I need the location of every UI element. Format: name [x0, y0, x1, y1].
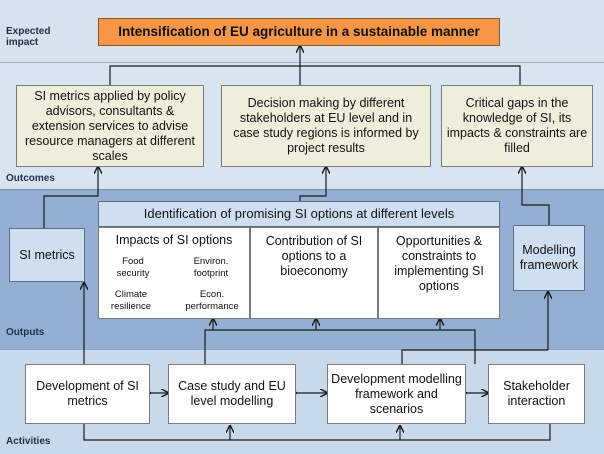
- activity-3-text: Development modelling framework and scen…: [331, 371, 462, 416]
- contribution-bioeconomy: Contribution of SI options to a bioecono…: [250, 227, 378, 319]
- impacts-of-si-options: Impacts of SI options: [98, 227, 250, 319]
- impact-label-line2: impact: [6, 37, 39, 48]
- econ-performance-label: Econ. performance: [185, 289, 239, 312]
- opportunities-constraints: Opportunities & constraints to implement…: [378, 227, 500, 319]
- output-modelling-framework: Modelling framework: [513, 225, 585, 291]
- output-si-metrics: SI metrics: [9, 228, 85, 282]
- outputs-band-label: Outputs: [6, 327, 45, 338]
- outcome-si-metrics-applied: SI metrics applied by policy advisors, c…: [16, 85, 204, 167]
- outcome-2-text: Decision making by different stakeholder…: [233, 96, 419, 155]
- outcome-knowledge-gaps: Critical gaps in the knowledge of SI, it…: [441, 85, 593, 167]
- food-security-label: Food security: [116, 256, 150, 279]
- activities-band-label: Activities: [6, 436, 51, 447]
- outcomes-band-label: Outcomes: [6, 173, 55, 184]
- activity-4-text: Stakeholder interaction: [503, 379, 570, 408]
- outcome-1-text: SI metrics applied by policy advisors, c…: [24, 88, 195, 163]
- identification-text: Identification of promising SI options a…: [143, 206, 455, 222]
- impact-box: Intensification of EU agriculture in a s…: [98, 18, 500, 46]
- activity-modelling-framework: Development modelling framework and scen…: [327, 364, 466, 424]
- impact-band-label: Expected impact: [6, 26, 50, 48]
- identification-header: Identification of promising SI options a…: [98, 201, 500, 227]
- si-metrics-label: SI metrics: [19, 247, 75, 262]
- modelling-framework-label: Modelling framework: [519, 243, 579, 272]
- climate-resilience-label: Climate resilience: [110, 289, 152, 312]
- activity-1-text: Development of SI metrics: [36, 379, 139, 408]
- contribution-text: Contribution of SI options to a bioecono…: [265, 234, 363, 278]
- activity-case-study-modelling: Case study and EU level modelling: [168, 364, 296, 424]
- impact-title: Intensification of EU agriculture in a s…: [118, 23, 480, 39]
- impacts-title: Impacts of SI options: [115, 233, 233, 247]
- environ-footprint-label: Environ. footprint: [193, 256, 229, 279]
- opportunities-text: Opportunities & constraints to implement…: [394, 234, 484, 293]
- outcome-3-text: Critical gaps in the knowledge of SI, it…: [446, 96, 588, 155]
- activity-development-si-metrics: Development of SI metrics: [25, 364, 150, 424]
- activity-stakeholder-interaction: Stakeholder interaction: [488, 364, 585, 424]
- impact-label-line1: Expected: [6, 26, 51, 37]
- activity-2-text: Case study and EU level modelling: [178, 379, 286, 408]
- outcome-decision-making: Decision making by different stakeholder…: [221, 85, 431, 167]
